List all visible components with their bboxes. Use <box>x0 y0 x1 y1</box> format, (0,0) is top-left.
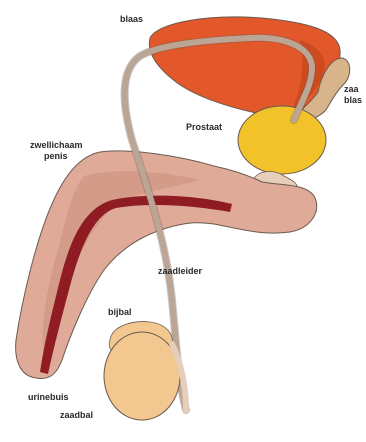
prostate <box>238 106 326 174</box>
label-zaadblaasje-2: blas <box>344 95 362 105</box>
label-zaadleider: zaadleider <box>158 266 202 276</box>
label-prostaat: Prostaat <box>186 122 222 132</box>
label-bijbal: bijbal <box>108 307 132 317</box>
label-zaadbal: zaadbal <box>60 410 93 420</box>
label-zwellichaam-1: zwellichaam <box>30 140 83 150</box>
label-zwellichaam-2: penis <box>44 151 68 161</box>
testis <box>104 332 180 420</box>
label-blaas: blaas <box>120 14 143 24</box>
label-urinebuis: urinebuis <box>28 392 69 402</box>
label-zaadblaasje-1: zaa <box>344 84 359 94</box>
